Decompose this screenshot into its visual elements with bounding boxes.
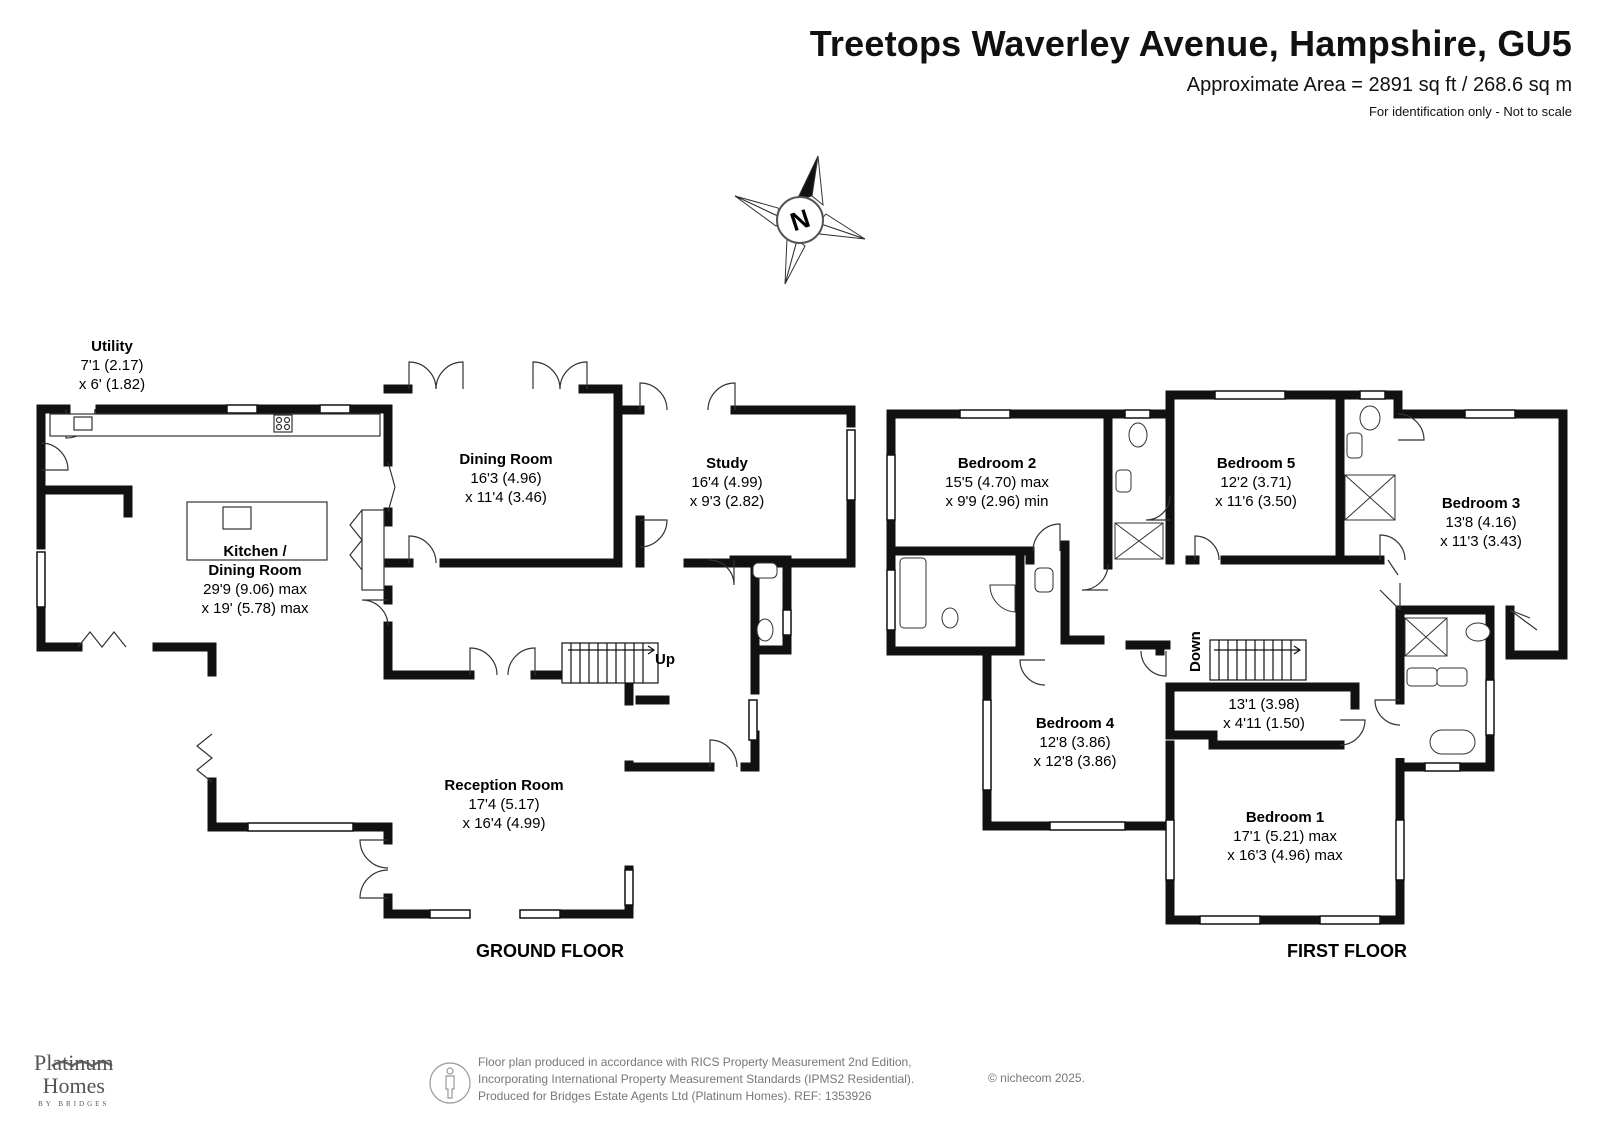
bedroom4-dim2: x 12'8 (3.86) (1034, 753, 1117, 770)
kitchen-dim1: 29'9 (9.06) max (203, 581, 307, 598)
logo-mark-icon (51, 1060, 113, 1068)
bedroom2-dim1: 15'5 (4.70) max (945, 474, 1049, 491)
first-floor-bathroom-fittings (899, 405, 1491, 755)
kitchen-name1: Kitchen / (223, 543, 287, 560)
first-floor-doors (1019, 413, 1538, 746)
bedroom3-name: Bedroom 3 (1442, 495, 1520, 512)
brand-logo: Platinum Homes BY BRIDGES (34, 1050, 114, 1109)
bedroom4-dim1: 12'8 (3.86) (1039, 734, 1110, 751)
landing-dim1: 13'1 (3.98) (1228, 696, 1299, 713)
footer-line1: Floor plan produced in accordance with R… (478, 1055, 912, 1069)
bedroom1-dim2: x 16'3 (4.96) max (1227, 847, 1343, 864)
bedroom4-name: Bedroom 4 (1036, 715, 1115, 732)
utility-dim2: x 6' (1.82) (79, 376, 145, 393)
kitchen-fittings (49, 413, 385, 591)
dining-name: Dining Room (459, 451, 552, 468)
ground-floor-stairs (561, 642, 659, 684)
dining-dim1: 16'3 (4.96) (470, 470, 541, 487)
ground-floor-label: GROUND FLOOR (476, 941, 624, 961)
header: Treetops Waverley Avenue, Hampshire, GU5… (810, 22, 1572, 120)
first-floor-windows (886, 390, 1516, 925)
study-dim1: 16'4 (4.99) (691, 474, 762, 491)
kitchen-name2: Dining Room (208, 562, 301, 579)
bedroom3-dim1: 13'8 (4.16) (1445, 514, 1516, 531)
footer-text: Floor plan produced in accordance with R… (478, 1054, 914, 1105)
bedroom5-dim2: x 11'6 (3.50) (1215, 493, 1297, 510)
bedroom1-name: Bedroom 1 (1246, 809, 1324, 826)
reception-name: Reception Room (444, 777, 563, 794)
study-dim2: x 9'3 (2.82) (690, 493, 765, 510)
first-floor-labels: Bedroom 2 15'5 (4.70) max x 9'9 (2.96) m… (945, 455, 1522, 961)
bedroom2-dim2: x 9'9 (2.96) min (946, 493, 1049, 510)
logo-line2: Homes (42, 1073, 105, 1098)
utility-dim1: 7'1 (2.17) (81, 357, 144, 374)
logo-line1: Platinum (34, 1050, 114, 1075)
bedroom3-dim2: x 11'3 (3.43) (1440, 533, 1522, 550)
bedroom5-dim1: 12'2 (3.71) (1220, 474, 1291, 491)
compass-icon (734, 155, 866, 285)
dining-dim2: x 11'4 (3.46) (465, 489, 547, 506)
ground-floor-labels: Utility 7'1 (2.17) x 6' (1.82) Kitchen /… (79, 338, 764, 961)
area-summary: Approximate Area = 2891 sq ft / 268.6 sq… (1186, 74, 1572, 96)
ground-floor-walls (36, 384, 856, 919)
ground-floor-wc-fittings (752, 562, 778, 642)
copyright: © nichecom 2025. (988, 1071, 1085, 1085)
first-floor-stairs (1209, 639, 1307, 681)
logo-line3: BY BRIDGES (38, 1100, 110, 1108)
kitchen-dim2: x 19' (5.78) max (201, 600, 309, 617)
ground-floor-windows (36, 404, 856, 919)
bedroom5-name: Bedroom 5 (1217, 455, 1295, 472)
footer-line3: Produced for Bridges Estate Agents Ltd (… (478, 1089, 872, 1103)
ground-stairs-label: Up (655, 651, 675, 668)
first-stairs-label: Down (1187, 631, 1204, 672)
footer-line2: Incorporating International Property Mea… (478, 1072, 915, 1086)
person-icon (429, 1062, 471, 1104)
first-floor-label: FIRST FLOOR (1287, 941, 1407, 961)
study-name: Study (706, 455, 748, 472)
page-title: Treetops Waverley Avenue, Hampshire, GU5 (809, 23, 1572, 64)
reception-dim1: 17'4 (5.17) (468, 796, 539, 813)
landing-dim2: x 4'11 (1.50) (1223, 715, 1305, 732)
bedroom1-dim1: 17'1 (5.21) max (1233, 828, 1337, 845)
disclaimer-note: For identification only - Not to scale (1368, 104, 1572, 119)
bedroom2-name: Bedroom 2 (958, 455, 1036, 472)
reception-dim2: x 16'4 (4.99) (463, 815, 546, 832)
utility-name: Utility (91, 338, 133, 355)
